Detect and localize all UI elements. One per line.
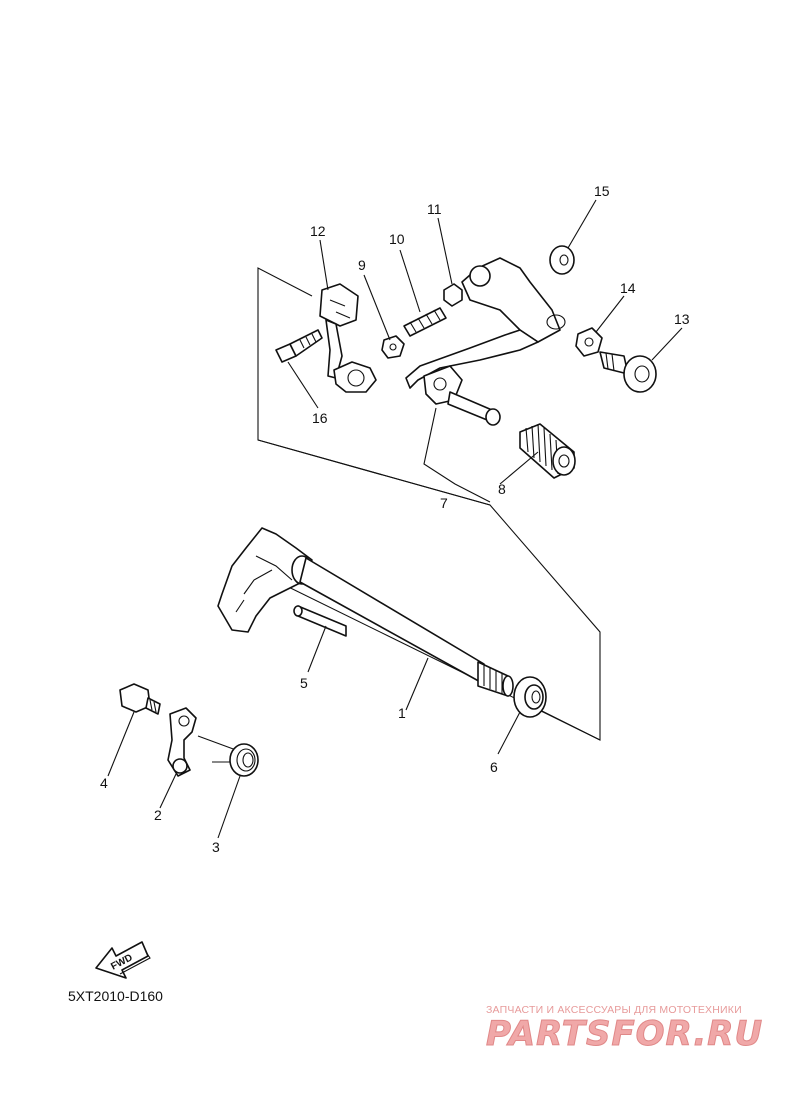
callout-4: 4 <box>100 775 108 791</box>
callout-10: 10 <box>389 231 405 247</box>
part-2-stopper-lever <box>167 707 197 777</box>
callout-12: 12 <box>310 223 326 239</box>
callout-7: 7 <box>440 495 448 511</box>
part-1-shift-shaft <box>217 527 514 697</box>
callout-15: 15 <box>594 183 610 199</box>
part-7-shift-pedal <box>405 257 566 426</box>
assembly-frame <box>257 267 601 741</box>
callout-14: 14 <box>620 280 636 296</box>
watermark-tagline: ЗАПЧАСТИ И АКСЕССУАРЫ ДЛЯ МОТОТЕХНИКИ <box>486 1004 742 1016</box>
part-5-pin <box>293 605 347 637</box>
callout-11: 11 <box>427 201 442 217</box>
watermark: ЗАПЧАСТИ И АКСЕССУАРЫ ДЛЯ МОТОТЕХНИКИ PA… <box>486 1004 786 1055</box>
part-13-pivot-bolt <box>599 351 657 393</box>
drawing-code: 5XT2010-D160 <box>68 988 163 1004</box>
part-15-washer <box>549 245 575 275</box>
callout-16: 16 <box>312 410 328 426</box>
leader-lines <box>107 199 683 839</box>
callout-6: 6 <box>490 759 498 775</box>
part-11-nut <box>443 283 463 307</box>
part-9-nut <box>381 335 405 359</box>
part-14-washer <box>575 327 603 357</box>
callout-1: 1 <box>398 705 406 721</box>
callout-3: 3 <box>212 839 220 855</box>
callout-5: 5 <box>300 675 308 691</box>
part-12-shift-arm <box>319 283 377 393</box>
watermark-logo: PARTSFOR.RU <box>486 1014 764 1055</box>
part-10-adjuster <box>403 307 447 337</box>
part-8-pedal-rubber <box>519 423 576 479</box>
fwd-arrow-icon: FWD <box>95 941 151 979</box>
part-16-bolt <box>275 329 323 363</box>
callout-9: 9 <box>358 257 366 273</box>
callout-8: 8 <box>498 481 506 497</box>
callout-2: 2 <box>154 807 162 823</box>
callouts: 1 2 3 4 5 6 7 8 9 10 11 12 13 14 15 16 <box>100 183 690 855</box>
part-4-bolt <box>119 683 161 715</box>
callout-13: 13 <box>674 311 690 327</box>
part-3-spring <box>197 735 259 777</box>
part-6-oil-seal <box>513 676 547 718</box>
